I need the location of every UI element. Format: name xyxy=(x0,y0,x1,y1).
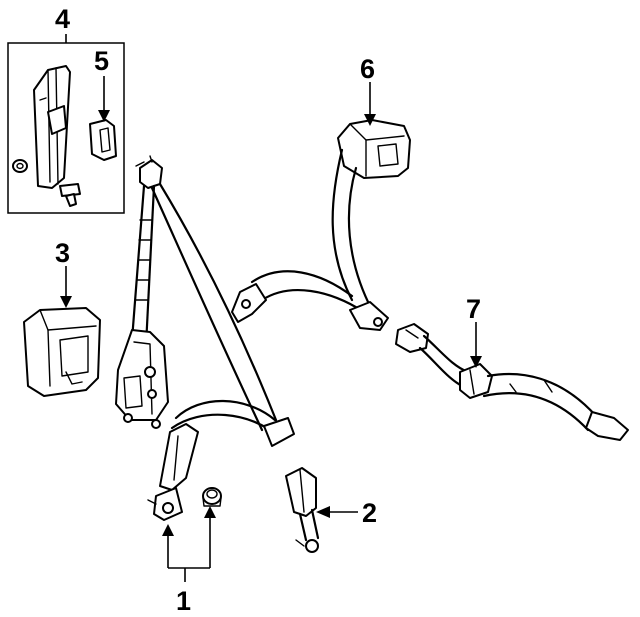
leader-6 xyxy=(364,82,376,126)
leader-7 xyxy=(470,322,482,368)
part-4-grommet xyxy=(12,159,28,173)
part-3-retractor-cover xyxy=(23,307,101,397)
callout-5: 5 xyxy=(94,46,109,76)
callout-2: 2 xyxy=(362,498,377,528)
leader-2 xyxy=(316,506,358,518)
callout-6: 6 xyxy=(360,54,375,84)
part-6-rear-belt xyxy=(231,119,411,331)
part-4-bolt xyxy=(59,183,81,207)
part-5-clip xyxy=(89,119,117,161)
part-2-buckle xyxy=(285,467,320,553)
part-7-center-belt xyxy=(395,323,629,441)
part-4-trim-cover xyxy=(33,65,71,189)
callout-3: 3 xyxy=(55,238,70,268)
callout-7: 7 xyxy=(466,294,481,324)
callout-1: 1 xyxy=(176,586,191,616)
part-1-anchor-cap xyxy=(202,487,222,507)
callout-4: 4 xyxy=(55,4,70,34)
leader-5 xyxy=(98,76,110,122)
leader-1 xyxy=(162,506,216,582)
part-1-belt-assembly xyxy=(115,155,295,521)
leader-3 xyxy=(60,266,72,308)
